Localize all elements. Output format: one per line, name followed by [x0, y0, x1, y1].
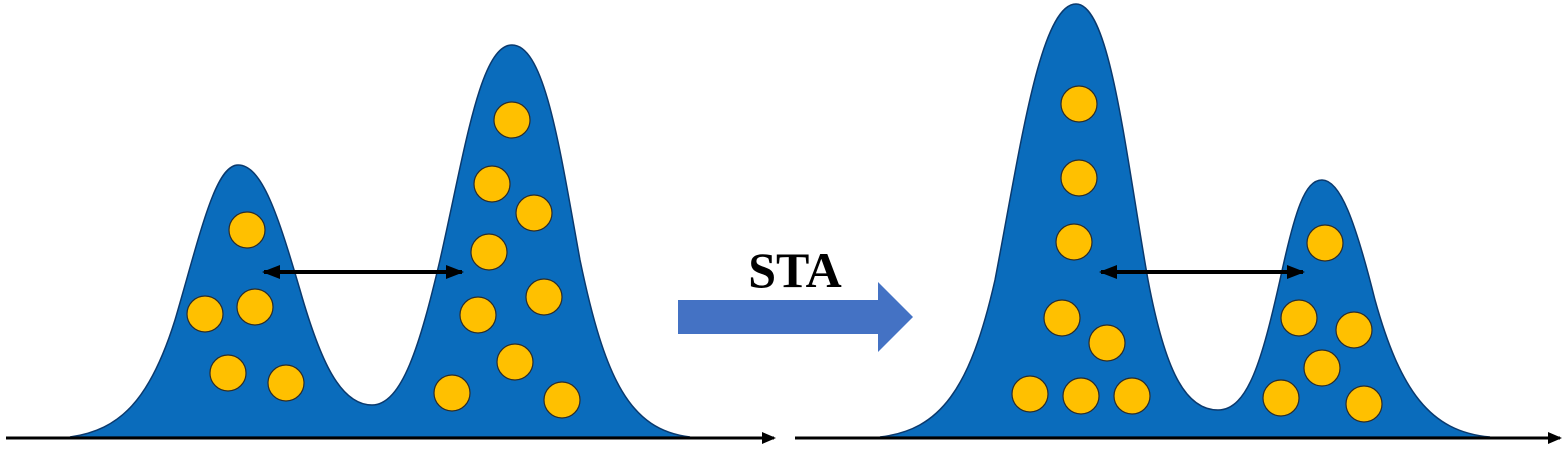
particle: [473, 165, 511, 203]
particle: [1088, 324, 1126, 362]
particle: [1262, 379, 1300, 417]
particle: [1011, 375, 1049, 413]
particle: [1062, 377, 1100, 415]
particle: [209, 354, 247, 392]
particle: [1113, 377, 1151, 415]
distribution-curve-after: [879, 3, 1491, 438]
particle: [433, 374, 471, 412]
transition-label: STA: [748, 242, 842, 298]
particle: [236, 288, 274, 326]
particle: [1060, 159, 1098, 197]
particle: [470, 233, 508, 271]
particles-after: [1011, 85, 1383, 423]
particle: [186, 295, 224, 333]
particle: [515, 194, 553, 232]
particle: [525, 278, 563, 316]
particle: [459, 296, 497, 334]
particle: [1306, 224, 1344, 262]
particle: [228, 211, 266, 249]
particle: [1303, 349, 1341, 387]
particle: [496, 343, 534, 381]
particle: [1280, 299, 1318, 337]
particle: [493, 101, 531, 139]
transition: STA: [678, 242, 913, 352]
particle: [1060, 85, 1098, 123]
particle: [1345, 385, 1383, 423]
distribution-curve-before: [69, 44, 691, 438]
particle: [543, 381, 581, 419]
particles-before: [186, 101, 581, 419]
particle: [1055, 223, 1093, 261]
particle: [267, 364, 305, 402]
particle: [1043, 299, 1081, 337]
panel-after: [795, 3, 1562, 444]
right-arrow-icon: [678, 282, 913, 352]
particle: [1335, 311, 1373, 349]
panel-before: [6, 44, 776, 444]
